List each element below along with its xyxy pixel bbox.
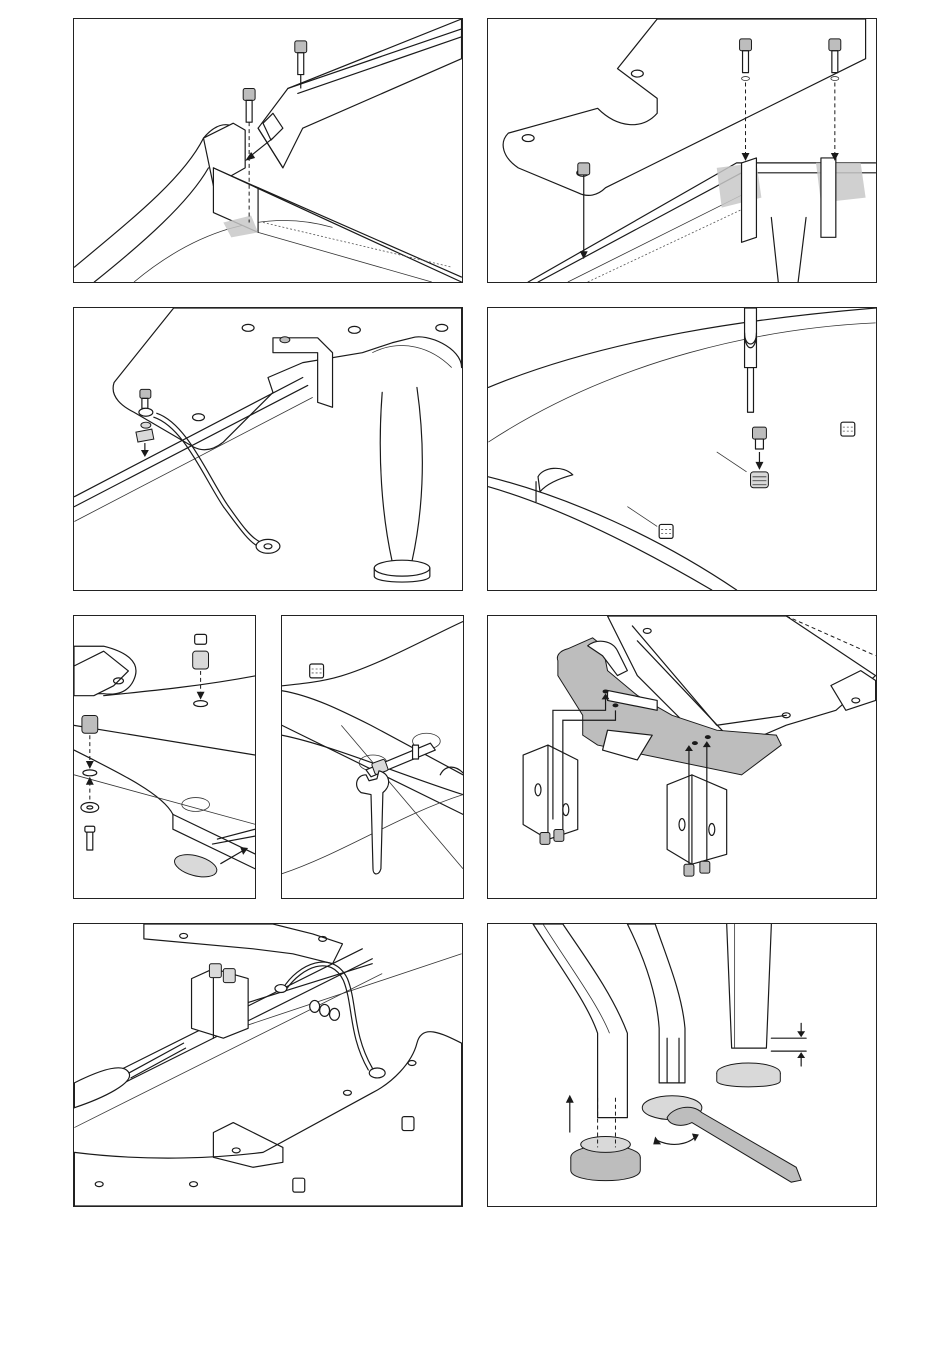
washer-icon	[81, 802, 99, 812]
panel-step-1	[73, 18, 463, 283]
panel-step-8	[487, 923, 877, 1207]
threaded-insert-icon	[751, 472, 769, 488]
panel-step-4	[487, 307, 877, 591]
washer-icon	[310, 1000, 340, 1020]
mounting-bracket-icon	[523, 745, 578, 839]
biscuit-icon	[172, 851, 219, 881]
tabletop-insert-illustration	[488, 308, 876, 590]
threaded-insert-icon	[841, 422, 855, 436]
panel-step-5b	[281, 615, 464, 899]
ground-cable-illustration	[74, 308, 462, 590]
threaded-insert-icon	[659, 524, 673, 538]
mounting-bracket-illustration	[488, 616, 876, 898]
panel-step-7	[73, 923, 463, 1207]
screw-icon	[684, 861, 710, 876]
beam-bracket-illustration	[74, 19, 462, 282]
panel-step-6	[487, 615, 877, 899]
threaded-insert-icon	[82, 715, 98, 733]
bolt-icon	[295, 41, 307, 75]
leveling-foot-icon	[717, 1063, 781, 1087]
bolt-icon	[753, 427, 767, 449]
mounting-bracket-icon	[667, 775, 727, 864]
wrench-connector-illustration	[282, 616, 463, 898]
plate-frame-illustration	[488, 19, 876, 282]
threaded-insert-icon	[310, 664, 324, 678]
panel-step-2	[487, 18, 877, 283]
bolt-icon	[243, 88, 255, 122]
panel-step-5a	[73, 615, 256, 899]
wrench-icon[interactable]	[357, 771, 389, 874]
panel-step-3	[73, 307, 463, 591]
underside-inserts-illustration	[74, 616, 255, 898]
mounting-bracket-icon	[192, 969, 249, 1039]
screw-icon	[85, 826, 95, 850]
ring-terminal-icon	[256, 539, 280, 553]
bolt-icon	[578, 163, 590, 175]
threaded-insert-icon	[193, 634, 209, 669]
leveling-feet-illustration	[488, 924, 876, 1206]
cable-screwdriver-illustration	[74, 924, 462, 1206]
wrench-icon[interactable]	[667, 1107, 801, 1182]
screwdriver-icon[interactable]	[74, 1043, 185, 1108]
hex-key-icon[interactable]	[745, 308, 757, 412]
